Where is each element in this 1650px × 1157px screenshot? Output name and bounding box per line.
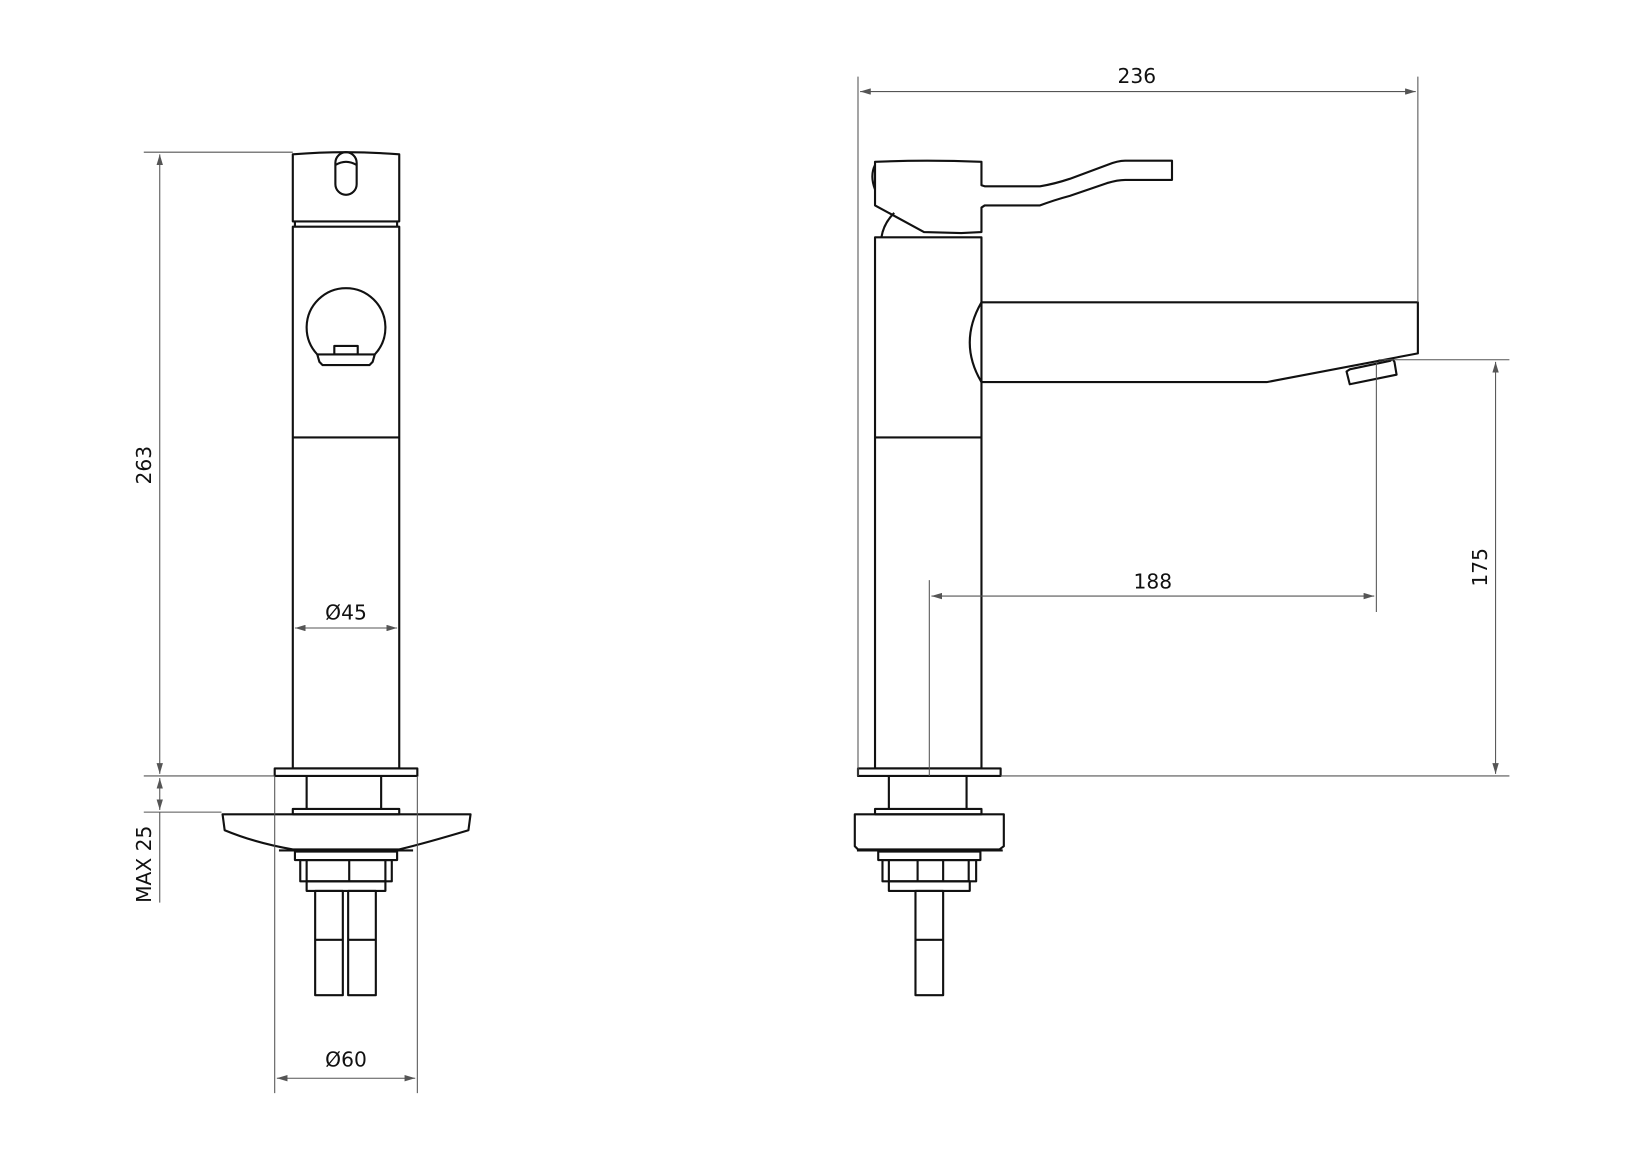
dim-overall-length: 236 xyxy=(1118,64,1157,88)
escutcheon xyxy=(221,813,472,851)
faucet-front-outline xyxy=(221,151,472,997)
supply-pipe xyxy=(914,889,945,997)
dim-spout-height: 175 xyxy=(1468,548,1492,587)
handle-knob-icon xyxy=(334,151,358,196)
supply-pipe xyxy=(314,889,344,997)
dim-overall-height: 263 xyxy=(132,446,156,485)
front-view: 263 MAX 25 Ø45 Ø60 xyxy=(132,151,472,1094)
spout xyxy=(968,301,1419,384)
dim-base-diameter: Ø60 xyxy=(325,1048,367,1072)
side-view: 236 188 175 xyxy=(853,64,1510,997)
front-dimensions: 263 MAX 25 Ø45 Ø60 xyxy=(132,151,418,1094)
supply-pipe xyxy=(347,889,377,997)
escutcheon xyxy=(853,813,1005,851)
dim-max-thickness: MAX 25 xyxy=(132,826,156,903)
dim-spout-reach: 188 xyxy=(1134,570,1173,594)
side-dimensions: 236 188 175 xyxy=(857,64,1510,777)
dim-body-diameter: Ø45 xyxy=(325,600,367,624)
spout-outlet xyxy=(305,287,387,356)
lever-handle xyxy=(873,159,1174,235)
